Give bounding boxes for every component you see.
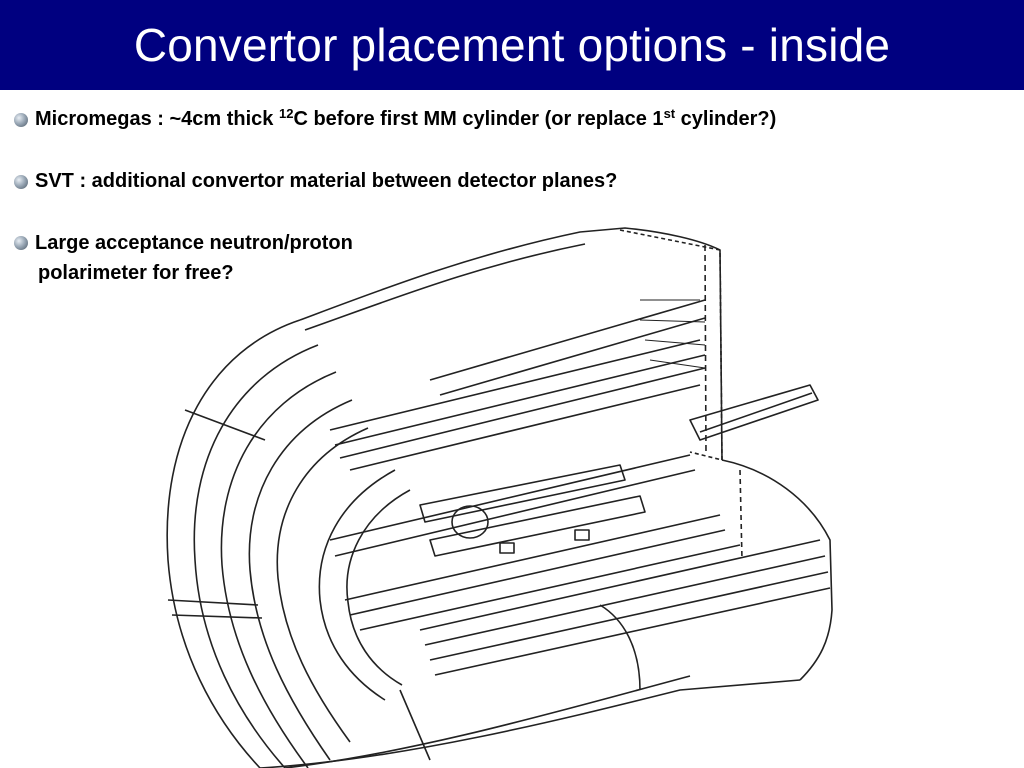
bullet-dot-icon — [14, 236, 28, 250]
bullet-text-continuation: polarimeter for free? — [38, 262, 234, 284]
bullet-text-part: Micromegas : ~4cm thick — [35, 108, 279, 130]
detector-cutaway-drawing-icon — [166, 227, 833, 768]
bullet-text: Micromegas : ~4cm thick 12C before first… — [35, 106, 777, 131]
bullet-text: SVT : additional convertor material betw… — [35, 170, 618, 192]
bullet-svt: SVT : additional convertor material betw… — [14, 170, 617, 193]
bullet-polarimeter: Large acceptance neutron/proton — [14, 231, 353, 259]
superscript: st — [663, 106, 676, 121]
bullet-text-part: cylinder?) — [675, 108, 777, 130]
superscript: 12 — [278, 106, 294, 121]
bullet-dot-icon — [14, 113, 28, 127]
bullet-text: Large acceptance neutron/proton — [35, 232, 353, 254]
title-bar: Convertor placement options - inside — [0, 0, 1024, 90]
bullet-micromegas: Micromegas : ~4cm thick 12C before first… — [14, 106, 777, 131]
bullet-dot-icon — [14, 175, 28, 189]
bullet-text-part: C before first MM cylinder (or replace 1 — [293, 108, 664, 130]
slide-title: Convertor placement options - inside — [133, 19, 891, 71]
